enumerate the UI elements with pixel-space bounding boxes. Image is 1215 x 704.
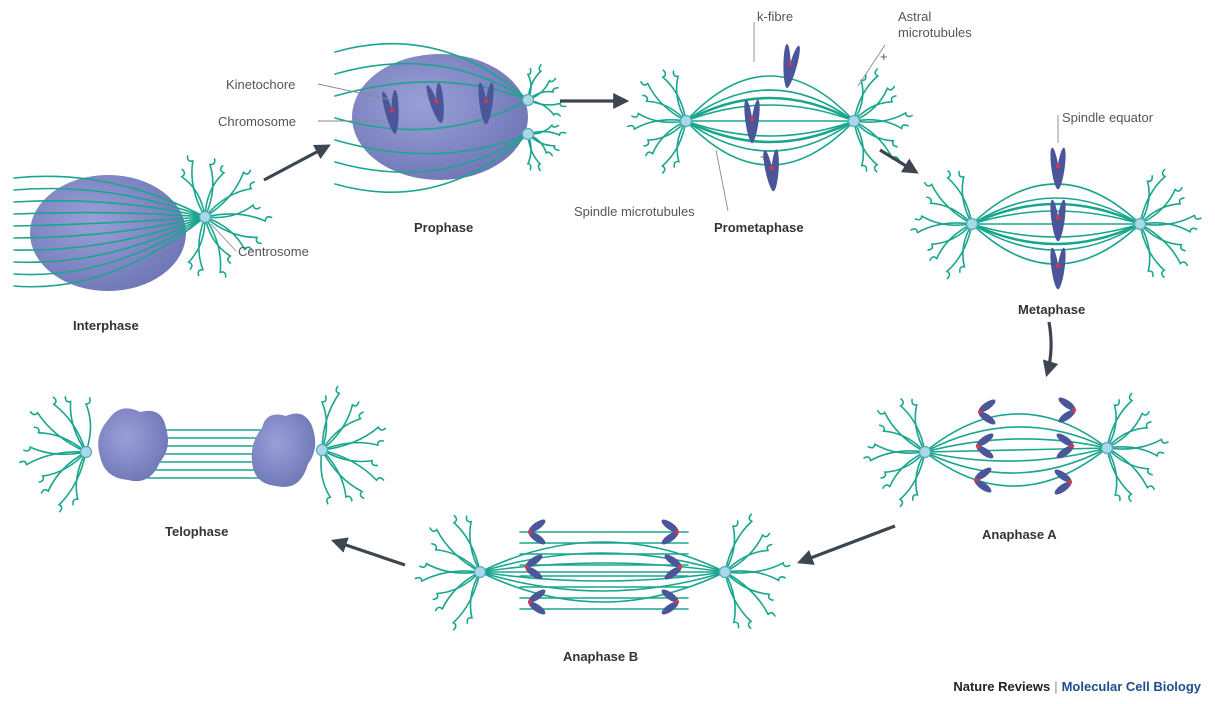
centrosome [920, 447, 931, 458]
callout-spindle-microtubules: Spindle microtubules [574, 204, 695, 219]
centrosome [317, 445, 328, 456]
centrosome [849, 116, 860, 127]
centrosome [967, 219, 978, 230]
arrow-prometaphase-to-metaphase [880, 150, 916, 172]
spindle-microtubule [686, 98, 854, 121]
kinetochore [1056, 264, 1060, 268]
kinetochore [675, 600, 679, 604]
kinetochore [974, 478, 978, 482]
centrosome [81, 447, 92, 458]
callout-plus-spindle: + [760, 149, 768, 164]
centrosome [681, 116, 692, 127]
kinetochore [978, 410, 982, 414]
metaphase-cell [911, 147, 1201, 290]
kinetochore [484, 99, 488, 103]
label-anaphase-a: Anaphase A [982, 527, 1057, 542]
chromosome [777, 43, 802, 90]
centrosome [1102, 443, 1113, 454]
spindle-microtubule [686, 121, 854, 142]
chromosome [1049, 199, 1068, 242]
chromosome [1049, 247, 1068, 290]
kinetochore [528, 530, 532, 534]
reforming-nucleus [252, 414, 315, 488]
interphase-cell [14, 156, 272, 291]
chromatid-pair [660, 587, 681, 616]
centrosome [523, 95, 534, 106]
callout-k-fibre: k-fibre [757, 9, 793, 24]
centrosome [475, 567, 486, 578]
astral-microtubule [86, 398, 91, 452]
anaphase-b-cell [415, 514, 789, 629]
arrow-metaphase-to-anaphase-a [1047, 322, 1051, 374]
credit-journal: Nature Reviews [953, 679, 1050, 694]
callout-astral-line2: microtubules [898, 25, 972, 40]
callout-centrosome: Centrosome [238, 244, 309, 259]
callout-spindle-equator: Spindle equator [1062, 110, 1154, 125]
figure-credit: Nature Reviews|Molecular Cell Biology [953, 679, 1201, 694]
anaphase-a-cell [864, 394, 1168, 507]
spindle-microtubule [686, 121, 854, 136]
astral-microtubule [854, 120, 908, 129]
label-prometaphase: Prometaphase [714, 220, 804, 235]
prophase-cell [335, 44, 566, 193]
astral-microtubule [632, 114, 686, 123]
chromatid [770, 149, 780, 191]
chromatid-pair [977, 397, 998, 426]
kinetochore [1068, 480, 1072, 484]
chromatid-pair [975, 431, 996, 460]
kinetochore [678, 565, 682, 569]
centrosome [720, 567, 731, 578]
kinetochore [525, 565, 529, 569]
kinetochore [750, 117, 754, 121]
kinetochore [675, 530, 679, 534]
label-prophase: Prophase [414, 220, 473, 235]
credit-section: Molecular Cell Biology [1062, 679, 1201, 694]
callout-kinetochore: Kinetochore [226, 77, 295, 92]
spindle-microtubule [686, 105, 854, 121]
callout-chromosome: Chromosome [218, 114, 296, 129]
callout-plus-astral: + [880, 49, 888, 64]
label-anaphase-b: Anaphase B [563, 649, 638, 664]
kinetochore [528, 600, 532, 604]
credit-separator: | [1050, 679, 1061, 694]
kinetochore [976, 444, 980, 448]
arrow-interphase-to-prophase [264, 146, 328, 180]
prometaphase-cell [628, 43, 912, 192]
centrosome [1135, 219, 1146, 230]
spindle-microtubule [925, 448, 1107, 452]
centrosome [200, 212, 211, 223]
kinetochore [1070, 444, 1074, 448]
callout-astral-line1: Astral [898, 9, 931, 24]
chromatid-pair [1057, 395, 1078, 424]
label-metaphase: Metaphase [1018, 302, 1085, 317]
telophase-cell [20, 387, 385, 512]
arrow-anaphase-b-to-telophase [334, 541, 405, 565]
kinetochore [1056, 164, 1060, 168]
centrosome [523, 129, 534, 140]
arrow-anaphase-a-to-anaphase-b [800, 526, 895, 562]
kinetochore [1056, 216, 1060, 220]
label-interphase: Interphase [73, 318, 139, 333]
label-telophase: Telophase [165, 524, 228, 539]
spindle-microtubules-leader [716, 150, 728, 211]
kinetochore [1072, 408, 1076, 412]
